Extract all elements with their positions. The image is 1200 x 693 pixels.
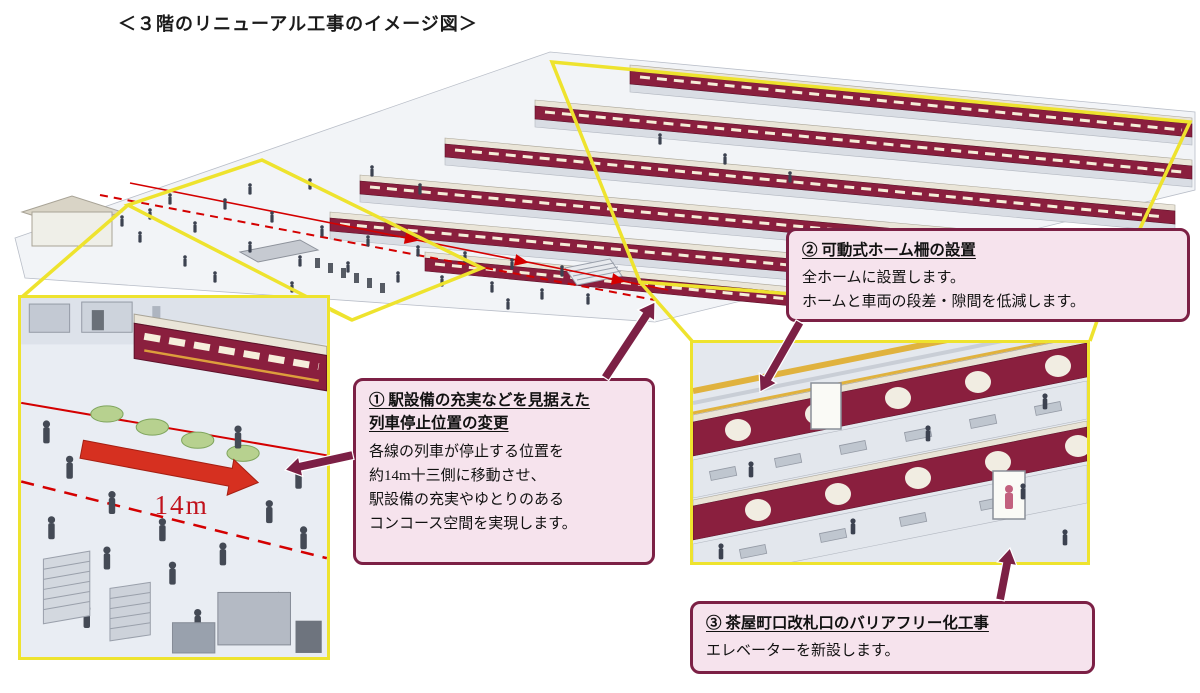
zoom-connector [638,280,694,343]
shift-distance-label: 14m [154,490,208,520]
shift-arrow [79,439,260,496]
zoom-escalator [109,581,151,642]
stop-line-dashed [21,480,327,560]
ticket-gates [315,258,385,293]
zoom-connector [20,203,130,299]
elevator-shaft-lower [992,470,1026,520]
concourse-zoom-inset: 14m [18,295,330,660]
callout-title: ② 可動式ホーム柵の設置 [802,242,976,259]
platform-zoom-art [693,343,1087,562]
platform-band-upper [693,380,1087,499]
planters [90,405,260,462]
stop-position-lines [99,182,669,301]
callout-body: 全ホームに設置します。 ホームと車両の段差・隙間を低減します。 [802,270,1086,311]
page-title: ＜３階のリニューアル工事のイメージ図＞ [118,14,478,34]
platform-band-lower [693,464,1087,562]
callout-title: 列車停止位置の変更 [369,415,509,433]
zoom-kiosks [171,591,322,654]
callout-title: ① 駅設備の充実などを見据えた [369,392,590,409]
elevator-shaft-upper [810,382,842,430]
callout-title: ③ 茶屋町口改札口のバリアフリー化工事 [706,615,989,632]
zoom-connector [330,308,353,322]
callout-stop-position: ① 駅設備の充実などを見据えた 列車停止位置の変更 各線の列車が停止する位置を … [353,378,655,565]
train-band-upper [693,343,1087,457]
concourse-highlight [123,158,487,322]
train-closeup [133,313,327,392]
callout-body: エレベーターを新設します。 [706,643,900,660]
concourse-zoom-art: 14m [21,298,327,657]
callout-platform-doors: ② 可動式ホーム柵の設置 全ホームに設置します。 ホームと車両の段差・隙間を低減… [786,228,1190,322]
concourse-structures [20,195,623,293]
callout-body: 各線の列車が停止する位置を 約14m十三側に移動させ、 駅設備の充実やゆとりのあ… [369,443,577,532]
callout-barrier-free: ③ 茶屋町口改札口のバリアフリー化工事 エレベーターを新設します。 [690,601,1095,674]
stop-line-solid [21,401,327,457]
platform-zoom-inset [690,340,1090,565]
train-band-lower [693,420,1087,541]
zoom-stairs [42,550,91,625]
